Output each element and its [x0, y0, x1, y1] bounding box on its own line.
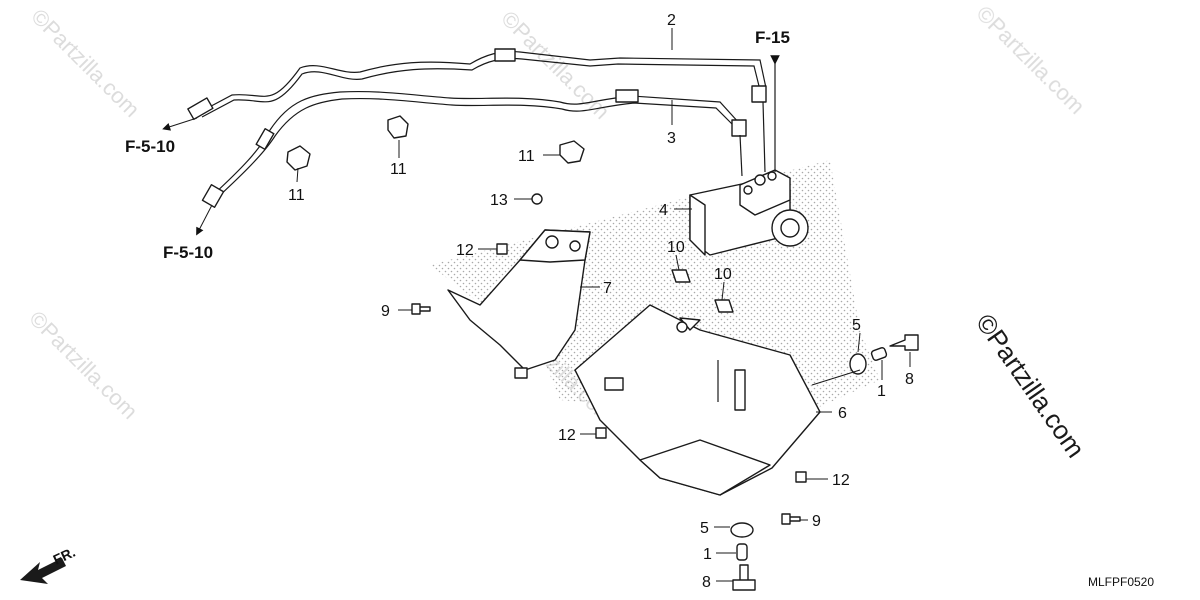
hose-clips [286, 115, 585, 171]
label-part-12-a: 12 [456, 242, 474, 259]
clip-11-c [559, 140, 585, 164]
grommet-5-bottom [730, 522, 754, 538]
collar-1-right [870, 347, 888, 361]
label-part-1-right: 1 [877, 383, 886, 400]
label-part-9-left: 9 [381, 303, 390, 320]
reference-labels: F-15 F-5-10 F-5-10 [125, 28, 790, 262]
grommet-5-right [849, 353, 867, 375]
label-part-13: 13 [490, 192, 508, 209]
small-parts [411, 193, 919, 591]
label-part-4: 4 [659, 202, 668, 219]
brake-pipes [187, 48, 767, 208]
front-direction-arrow-icon: FR. [20, 544, 78, 584]
collar-1-bottom [736, 543, 748, 561]
label-part-7: 7 [603, 280, 612, 297]
abs-modulator [689, 169, 809, 256]
fastener-13 [531, 193, 543, 205]
label-part-12-c: 12 [832, 472, 850, 489]
watermark-top-left: ©Partzilla.com [26, 4, 144, 122]
bolt-8-right [889, 334, 919, 351]
label-part-8-bottom: 8 [702, 574, 711, 591]
clip-12-b [595, 427, 607, 439]
hose-joint-1 [494, 48, 516, 62]
label-part-8-right: 8 [905, 371, 914, 388]
label-part-3: 3 [667, 130, 676, 147]
label-part-1-bottom: 1 [703, 546, 712, 563]
clip-12-c [795, 471, 807, 483]
ref-f510-lower: F-5-10 [163, 243, 213, 262]
bracket-7 [447, 229, 591, 379]
bolt-8-bottom [732, 564, 756, 591]
label-part-12-b: 12 [558, 427, 576, 444]
hose-joint-2 [615, 89, 639, 103]
hose-fitting-right-lower [731, 119, 747, 137]
nut-10-a [671, 269, 691, 283]
label-part-10-a: 10 [667, 239, 685, 256]
label-part-5-bottom: 5 [700, 520, 709, 537]
watermark-mid-left: ©Partzilla.com [24, 306, 142, 424]
label-part-5-right: 5 [852, 317, 861, 334]
hose-fitting-left-lower [201, 184, 225, 208]
clip-12-a [496, 243, 508, 255]
label-part-11-a: 11 [288, 187, 305, 204]
clip-11-a [286, 145, 311, 171]
label-part-2: 2 [667, 12, 676, 29]
label-part-11-c: 11 [518, 148, 535, 165]
watermark-top-right: ©Partzilla.com [971, 1, 1089, 119]
hose-joint-3 [255, 128, 275, 150]
tray-6 [574, 304, 821, 496]
label-part-6: 6 [838, 405, 847, 422]
hose-fitting-right-upper [751, 85, 767, 103]
nut-10-b [714, 299, 734, 313]
direction-label: FR. [51, 544, 78, 568]
label-part-9-bottom: 9 [812, 513, 821, 530]
diagram-code: MLFPF0520 [1088, 575, 1154, 589]
hose-fitting-left-upper [187, 97, 214, 121]
leader-lines [162, 28, 911, 582]
screw-9-left [411, 303, 431, 315]
screw-9-bottom [781, 513, 801, 525]
label-part-11-b: 11 [390, 161, 407, 178]
watermark-brand: ©Partzilla.com [970, 308, 1091, 463]
label-part-10-b: 10 [714, 266, 732, 283]
ref-f15: F-15 [755, 28, 790, 47]
clip-11-b [387, 115, 409, 139]
ref-f510-upper: F-5-10 [125, 137, 175, 156]
part-labels: 2 3 4 5 1 8 6 7 9 9 10 10 11 11 11 12 12… [288, 12, 914, 591]
